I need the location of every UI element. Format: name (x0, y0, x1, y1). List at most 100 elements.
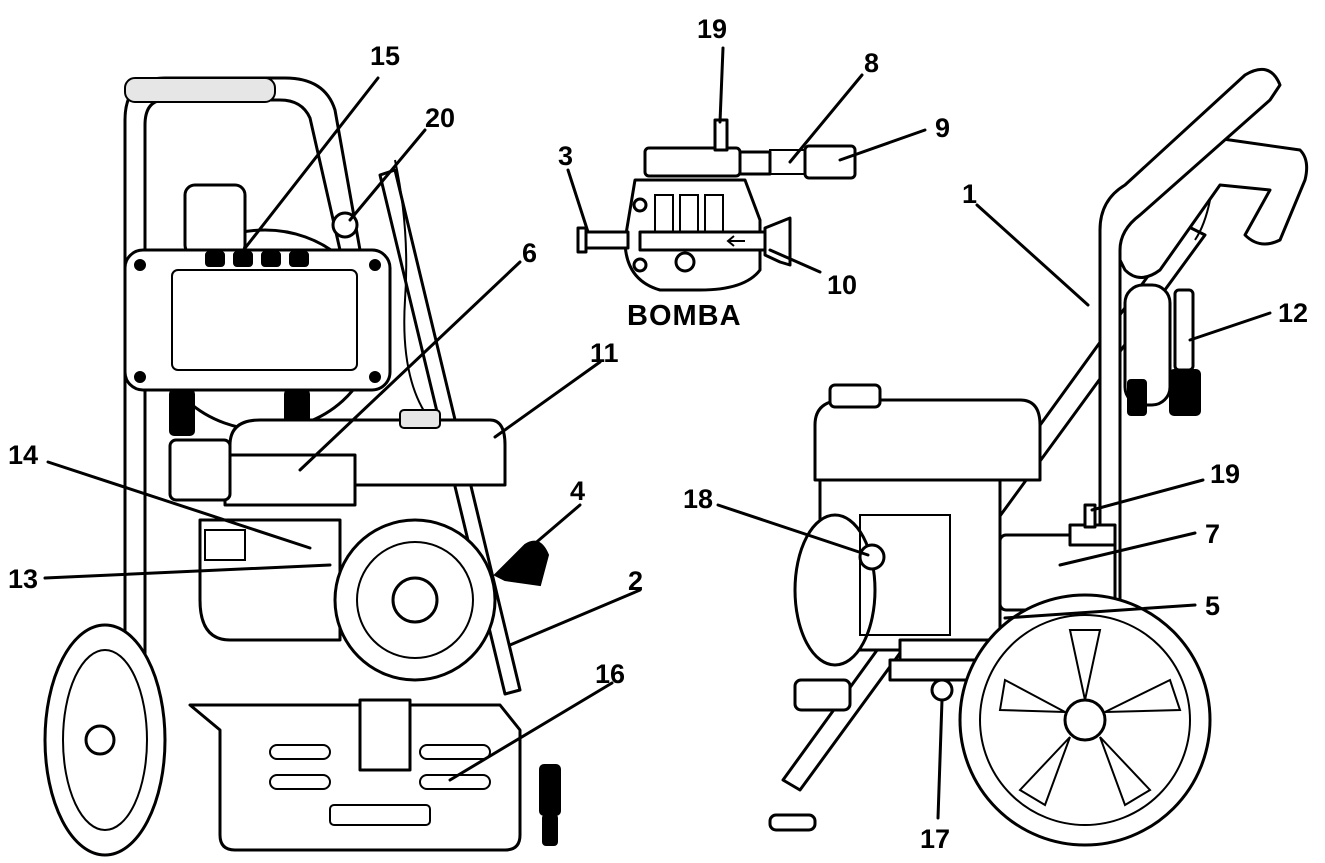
leader-12 (1188, 311, 1272, 342)
leader-4 (523, 503, 582, 554)
base-frame (188, 703, 522, 852)
side-engine-panel (859, 514, 951, 636)
pump-bolt-2 (632, 257, 648, 273)
leader-14 (46, 460, 312, 550)
right-wheel-rim (979, 614, 1191, 826)
nozzle-tip-12 (1169, 369, 1201, 416)
right-wheel-spokes (998, 629, 1182, 807)
pump-garden-hose-connector (763, 216, 792, 267)
right-wheel-hub (1063, 698, 1107, 742)
callout-7: 7 (1205, 519, 1220, 549)
panel-screw (134, 371, 146, 383)
hose-outlet (539, 764, 561, 816)
wand-foot (793, 678, 852, 712)
left-wheel-hub (84, 724, 116, 756)
callout-2: 2 (628, 566, 643, 596)
pump-unloader-stem (713, 118, 729, 152)
callout-14: 14 (8, 440, 38, 470)
leader-19b (1090, 478, 1205, 512)
callout-11: 11 (590, 338, 619, 368)
recoil-starter-grille (356, 541, 474, 659)
leader-18 (716, 503, 870, 557)
nozzle-panel (123, 248, 392, 392)
callout-10: 10 (827, 270, 857, 300)
side-fuel-tank (813, 398, 1042, 482)
pump-flow-arrow (726, 235, 745, 247)
pump-inlet-tube (638, 230, 767, 252)
side-flywheel (793, 513, 877, 667)
callout-4: 4 (570, 476, 585, 506)
hose-outlet-tip (542, 814, 558, 846)
leader-8 (788, 73, 864, 164)
callout-16: 16 (595, 659, 625, 689)
leader-2 (508, 588, 642, 647)
engine-block (198, 518, 342, 642)
garden-hose (394, 159, 431, 421)
callout-3: 3 (558, 141, 573, 171)
pump-bolt-1 (632, 197, 648, 213)
pump-detail (576, 118, 857, 292)
recoil-starter-hub (391, 576, 439, 624)
callout-13: 13 (8, 564, 38, 594)
side-view-machine (768, 67, 1309, 847)
leader-6 (298, 260, 522, 472)
callout-19-pump: 19 (697, 14, 727, 44)
nozzle-panel-inner (171, 269, 358, 371)
side-fuel-cap (828, 383, 882, 409)
leader-lines (43, 46, 1272, 820)
leader-17 (936, 698, 944, 820)
callout-5: 5 (1205, 591, 1220, 621)
nozzle-tip-left (1127, 379, 1147, 416)
nozzle-tips (205, 251, 309, 267)
starter-pull-handle (493, 540, 550, 587)
callout-9: 9 (935, 113, 950, 143)
spray-gun-trigger (1194, 199, 1211, 241)
leader-9 (838, 128, 927, 162)
leader-10 (768, 248, 822, 274)
leader-19a (718, 46, 725, 124)
fuel-valve-18 (858, 543, 886, 571)
callout-1: 1 (962, 179, 977, 209)
callout-19-side: 19 (1210, 459, 1240, 489)
pump-inlet-left-cap (576, 226, 588, 254)
hose-reel-bracket (183, 183, 247, 257)
engine-cover (223, 453, 357, 507)
leader-20 (348, 128, 427, 222)
leader-3 (566, 168, 590, 234)
pump-unloader-body (643, 146, 742, 178)
panel-screw (369, 259, 381, 271)
pump-title: BOMBA (627, 300, 742, 332)
handle-grip (124, 77, 276, 103)
leader-11 (493, 360, 602, 439)
wand-nozzle-base (768, 813, 817, 832)
leader-1 (975, 203, 1090, 307)
callout-labels: 1 2 3 4 5 6 7 8 9 10 11 12 13 14 15 16 1… (8, 14, 1308, 854)
callout-18: 18 (683, 484, 713, 514)
front-view-machine (43, 76, 561, 857)
base-slots (269, 744, 491, 826)
pump-bolt-3 (674, 251, 696, 273)
engine-label (204, 529, 246, 561)
side-unloader-19 (1083, 503, 1097, 529)
leader-7 (1058, 531, 1197, 567)
fuel-cap (399, 409, 441, 429)
pump-outlet-valve (738, 150, 772, 176)
panel-screw (134, 259, 146, 271)
callout-20: 20 (425, 103, 455, 133)
leader-16 (448, 681, 614, 782)
callout-15: 15 (370, 41, 400, 71)
leader-13 (43, 563, 332, 580)
leader-5 (1003, 603, 1197, 620)
panel-screw (369, 371, 381, 383)
pump-spring (769, 149, 806, 175)
oil-drain-plug-17 (930, 678, 954, 702)
callout-8: 8 (864, 48, 879, 78)
leader-15 (240, 76, 380, 254)
left-wheel-inner (62, 649, 148, 831)
nozzle-holder-12 (1173, 288, 1195, 372)
pump-outlet-fitting (803, 144, 857, 180)
pump-inlet-left (581, 230, 630, 250)
air-filter (168, 438, 232, 502)
callout-17: 17 (920, 824, 950, 854)
